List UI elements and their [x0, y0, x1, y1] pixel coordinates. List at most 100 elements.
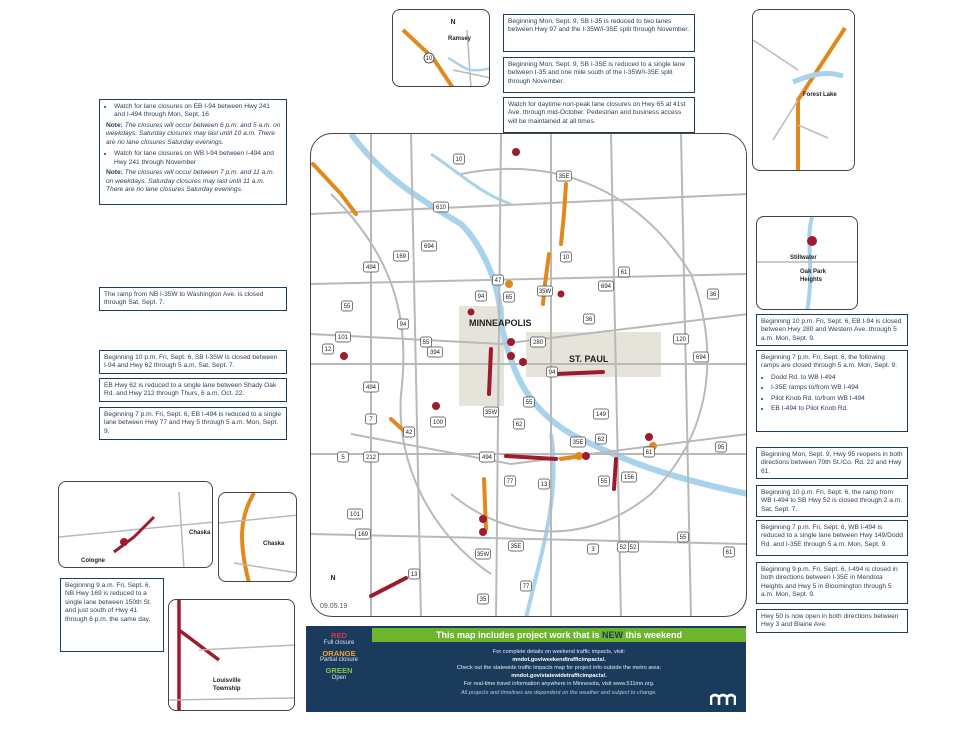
callout-text: Hwy 50 is now open in both directions be… — [761, 613, 899, 629]
marker-point — [645, 433, 653, 441]
callout-text: Beginning 10 p.m. Fri, Sept. 6, EB I-94 … — [761, 318, 902, 342]
shield-number: 35W — [485, 410, 498, 416]
callout-text: Watch for daytime non-peak lane closures… — [508, 101, 686, 125]
highway-shield-55d: 55 — [598, 475, 610, 487]
shield-number: 94 — [549, 370, 556, 376]
shield-number: 394 — [430, 350, 441, 356]
marker-point — [467, 308, 475, 316]
statewide-impacts-link[interactable]: mndot.gov/statewidetrafficimpacts/. — [511, 673, 607, 680]
label-cologne: Cologne — [81, 558, 106, 564]
shield-number: 36 — [710, 292, 717, 298]
weekend-impacts-link[interactable]: mndot.gov/weekendtrafficimpacts/. — [512, 657, 606, 664]
road-network — [311, 134, 746, 616]
shield-number: 55 — [526, 400, 533, 406]
banner-text: This map includes project work that is — [435, 630, 602, 640]
highway-shield-47: 47 — [492, 274, 504, 286]
callout-hwy62-single-lane: EB Hwy 62 is reduced to a single lane be… — [99, 378, 287, 402]
callout-text: Beginning Mon, Sept. 9, SB I-35 is reduc… — [508, 18, 690, 34]
highway-shield-35e2: 35E — [508, 540, 524, 552]
shield-number: 77 — [507, 479, 514, 485]
shield-number: 35W — [477, 552, 490, 558]
shield-number: 100 — [433, 420, 444, 426]
construction-segments — [311, 162, 618, 598]
inset-louisville-map: Louisville Township — [169, 600, 294, 710]
callout-i94-lane-closures: Watch for lane closures on EB I-94 betwe… — [99, 99, 287, 205]
minneapolis-area — [459, 306, 504, 406]
highway-shield-694c: 694 — [693, 351, 709, 363]
highway-shield-35w: 35W — [537, 285, 553, 297]
label-st-paul: ST. PAUL — [569, 354, 609, 364]
highway-shield-62b: 62 — [595, 433, 607, 445]
inset-chaska-2: Chaska — [218, 492, 297, 582]
closure-points — [340, 148, 657, 536]
segment-i94-red — [554, 370, 605, 376]
callout-text: EB Hwy 62 is reduced to a single lane be… — [104, 382, 277, 398]
highway-shield-62: 62 — [513, 418, 525, 430]
mndot-logo-icon — [710, 693, 736, 705]
shield-number: 94 — [400, 322, 407, 328]
minnesota-river — [524, 433, 556, 616]
list-item: Pilot Knob Rd. to/from WB I-494 — [771, 395, 903, 403]
shield-number: 12 — [325, 347, 332, 353]
highway-shield-35w2: 35W — [483, 406, 499, 418]
shield-number: 62 — [598, 437, 605, 443]
highway-shield-694b: 694 — [598, 280, 614, 292]
label-louisville: Louisville — [213, 678, 241, 684]
segment-i35w-red — [487, 347, 493, 396]
highway-shield-494a: 494 — [363, 261, 379, 273]
shield-number: 13 — [411, 572, 418, 578]
shield-number: 35 — [480, 597, 487, 603]
shield-number: 47 — [495, 278, 502, 284]
note-label: Note: — [106, 169, 123, 177]
marker-point — [507, 352, 515, 360]
highway-shield-61b: 61 — [643, 446, 655, 458]
highway-shield-94c: 94 — [546, 366, 558, 378]
callout-eb94-closed: Beginning 10 p.m. Fri, Sept. 6, EB I-94 … — [756, 314, 908, 346]
highway-shield-36: 36 — [583, 313, 595, 325]
highway-shield-156: 156 — [621, 471, 637, 483]
highway-shield-13: 13 — [538, 478, 550, 490]
shield-number: 61 — [621, 270, 628, 276]
inset-ramsey: 10 Ramsey N — [392, 9, 490, 87]
highway-shield-149: 149 — [593, 408, 609, 420]
marker-point — [507, 338, 515, 346]
marker-point — [582, 452, 590, 460]
segment-i494-red — [504, 454, 558, 461]
highway-shield-36b: 36 — [707, 288, 719, 300]
label-chaska: Chaska — [189, 530, 211, 536]
shield-number: 7 — [369, 417, 373, 423]
callout-text: Beginning 7 p.m. Fri, Sept. 6, EB I-494 … — [104, 411, 282, 435]
highway-shield-35w3: 35W — [475, 548, 491, 560]
inset-louisville: Louisville Township — [168, 599, 295, 711]
shield-number: 10 — [456, 157, 463, 163]
shield-number: 169 — [396, 254, 407, 260]
shield-number: 156 — [624, 475, 635, 481]
note-text: The closures will occur between 6 p.m. a… — [106, 121, 281, 146]
segment-i94-orange — [311, 162, 358, 216]
mississippi-river — [348, 134, 746, 497]
callout-text: Beginning Mon, Sept. 9, SB I-35E is redu… — [508, 61, 686, 85]
highway-shield-35: 35 — [477, 593, 489, 605]
shield-number: 694 — [696, 355, 707, 361]
list-item: Dodd Rd. to WB I-494 — [771, 374, 903, 382]
highway-shield-65: 65 — [503, 291, 515, 303]
label-ramsey: Ramsey — [448, 36, 472, 42]
shield-number: 101 — [350, 512, 361, 518]
label-stillwater: Stillwater — [790, 255, 817, 261]
highway-shield-5: 5 — [337, 451, 349, 463]
legend-info: This map includes project work that is N… — [372, 626, 746, 712]
shield-number: 212 — [366, 455, 377, 461]
shield-number: 95 — [718, 445, 725, 451]
callout-text: Beginning 10 p.m. Fri, Sept. 6, SB I-35W… — [104, 354, 278, 370]
legend-green: GREEN — [325, 666, 353, 676]
shield-number: 94 — [478, 294, 485, 300]
shield-number: 120 — [676, 337, 687, 343]
callout-text: The ramp from NB I-35W to Washington Ave… — [104, 291, 264, 307]
shield-number: 35W — [539, 289, 552, 295]
marker-point — [432, 402, 440, 410]
segment-i35w-orange — [559, 182, 568, 246]
highway-shield-94b: 94 — [397, 318, 409, 330]
shield-number: 101 — [338, 335, 349, 341]
callout-i35e-single-lane: Beginning Mon, Sept. 9, SB I-35E is redu… — [503, 57, 695, 93]
